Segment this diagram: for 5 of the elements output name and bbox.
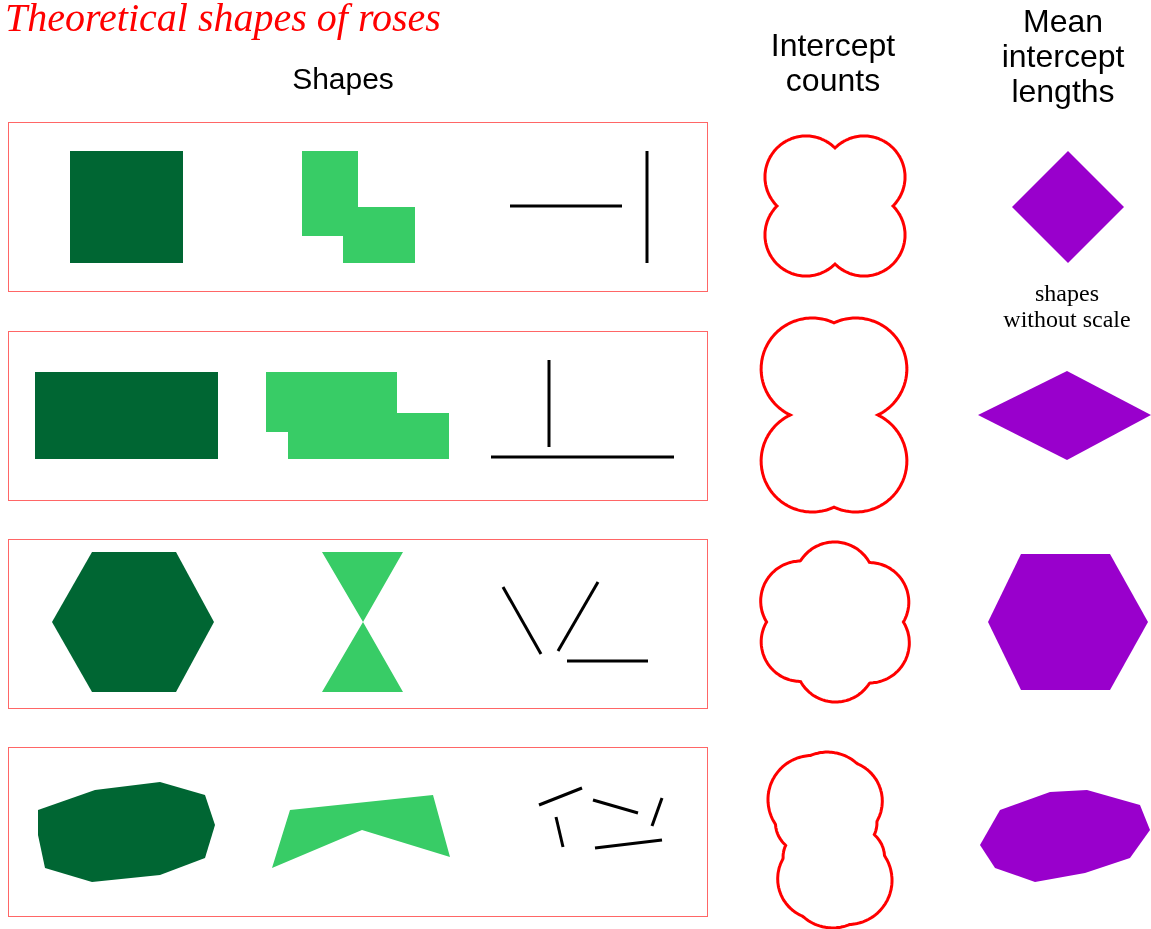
- title: Theoretical shapes of roses: [5, 0, 441, 40]
- column-heading: Intercept counts: [769, 28, 897, 99]
- column-heading: Shapes: [291, 62, 395, 95]
- note: shapes without scale: [1002, 280, 1132, 333]
- column-heading: Mean intercept lengths: [1000, 4, 1126, 110]
